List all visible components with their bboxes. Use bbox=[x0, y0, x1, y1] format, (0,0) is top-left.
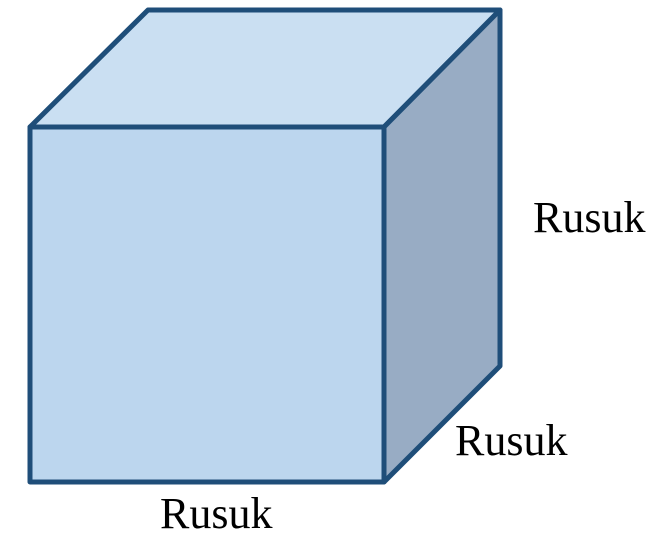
cube-front-face bbox=[27, 124, 387, 485]
vertical-edge-label: Rusuk bbox=[533, 193, 645, 242]
bottom-edge-label: Rusuk bbox=[160, 489, 272, 538]
depth-edge-label: Rusuk bbox=[455, 416, 567, 465]
